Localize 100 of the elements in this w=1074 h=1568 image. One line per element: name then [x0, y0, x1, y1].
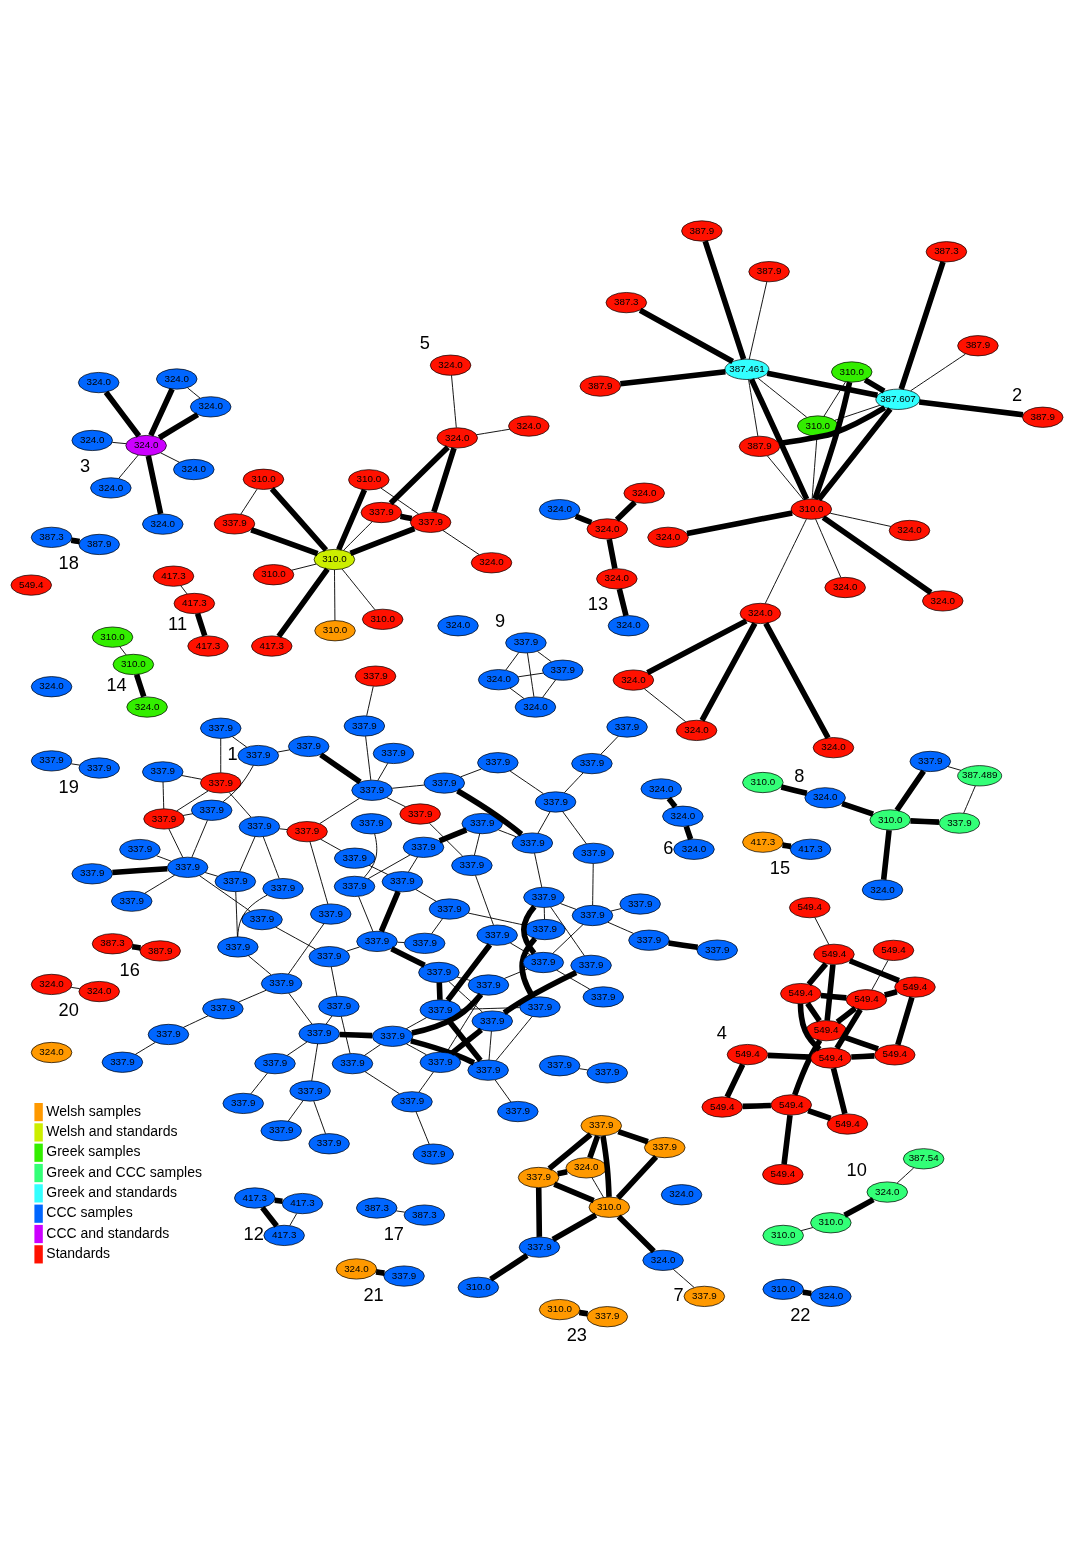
connector	[781, 1114, 793, 1165]
connector	[364, 1044, 382, 1056]
connector	[194, 612, 208, 637]
node-ellipse: 387.54	[903, 1148, 945, 1170]
connector	[614, 500, 637, 522]
connector	[415, 889, 437, 902]
connector	[133, 673, 147, 698]
connector	[552, 924, 584, 954]
connector	[70, 537, 81, 545]
node-ellipse: 387.9	[139, 940, 181, 962]
legend-label: Greek samples	[46, 1143, 141, 1160]
connector	[278, 828, 288, 831]
node-ellipse: 337.9	[78, 757, 120, 779]
connector	[260, 1205, 279, 1228]
connector	[319, 752, 362, 785]
connector	[638, 307, 735, 364]
node-ellipse: 549.4	[813, 943, 855, 965]
connector	[816, 407, 893, 502]
legend-label: CCC and standards	[46, 1224, 170, 1241]
connector	[411, 992, 484, 1036]
node-ellipse: 417.3	[187, 635, 229, 657]
node-label: 7	[673, 1284, 684, 1305]
connector	[288, 923, 325, 975]
node-ellipse: 549.4	[726, 1044, 769, 1066]
node-ellipse: 324.0	[125, 435, 167, 457]
connector	[180, 585, 188, 595]
connector	[617, 1128, 649, 1145]
connector	[388, 445, 450, 506]
connector	[336, 488, 368, 551]
connector	[313, 1100, 326, 1135]
connector	[222, 765, 254, 803]
connector	[269, 486, 329, 552]
connector	[460, 1007, 520, 1010]
node-ellipse: 310.0	[810, 1212, 852, 1234]
connector	[834, 404, 881, 421]
node-ellipse: 324.0	[612, 669, 655, 691]
node-ellipse: 387.9	[748, 261, 790, 283]
connector	[509, 942, 531, 956]
connector	[517, 672, 544, 678]
connector	[289, 1213, 298, 1226]
connector	[364, 1071, 400, 1095]
node-ellipse: 337.9	[200, 717, 242, 739]
node-label: 11	[168, 614, 188, 635]
connector	[119, 646, 127, 656]
node-ellipse: 324.0	[429, 354, 472, 376]
node-label: 15	[769, 858, 791, 879]
node-ellipse: 324.0	[335, 1258, 378, 1280]
connector	[843, 1197, 875, 1218]
node-ellipse: 310.0	[831, 361, 873, 383]
node-ellipse: 337.9	[471, 1010, 513, 1032]
node-ellipse: 324.0	[30, 676, 73, 698]
node-ellipse: 324.0	[190, 396, 232, 418]
connector	[802, 1289, 812, 1297]
legend-label: Welsh and standards	[46, 1122, 178, 1139]
node-label: 20	[58, 1000, 79, 1021]
node-ellipse: 337.9	[318, 995, 360, 1017]
connector	[237, 989, 267, 1003]
connector	[587, 1134, 601, 1159]
connector	[475, 875, 494, 926]
connector	[456, 976, 471, 981]
node-ellipse: 337.9	[534, 791, 577, 813]
connector	[330, 966, 338, 997]
connector	[291, 563, 317, 571]
node-ellipse: 337.9	[101, 1051, 144, 1073]
connector	[390, 946, 426, 968]
node-ellipse: 310.0	[762, 1224, 804, 1246]
node-ellipse: 549.4	[810, 1047, 852, 1069]
connector	[778, 405, 887, 447]
node-ellipse: 337.9	[202, 998, 244, 1020]
connector	[220, 738, 222, 774]
node-ellipse: 549.4	[826, 1113, 869, 1135]
connector	[527, 652, 535, 698]
node-ellipse: 387.3	[91, 933, 134, 955]
node-ellipse: 337.9	[467, 1059, 509, 1081]
node-ellipse: 337.9	[334, 847, 376, 869]
node-label: 19	[58, 776, 79, 797]
connector	[600, 735, 619, 755]
connector	[460, 768, 482, 778]
connector	[896, 1167, 915, 1184]
connector	[276, 567, 330, 639]
connector	[910, 818, 940, 825]
node-ellipse: 337.9	[238, 816, 281, 838]
connector	[910, 353, 966, 392]
node-ellipse: 324.0	[675, 719, 718, 741]
connector	[250, 527, 319, 557]
node-ellipse: 324.0	[810, 1285, 852, 1307]
node-ellipse: 337.9	[586, 1062, 628, 1084]
connector	[620, 369, 726, 387]
node-ellipse: 387.3	[356, 1197, 398, 1219]
connector	[405, 1043, 427, 1056]
connector	[537, 651, 552, 663]
connector	[699, 622, 758, 722]
node-ellipse: 324.0	[824, 577, 866, 599]
node-ellipse: 549.4	[894, 976, 936, 998]
node-ellipse: 337.9	[542, 659, 584, 681]
connector	[247, 955, 272, 976]
connector	[176, 790, 209, 812]
connector	[806, 962, 829, 986]
legend-label: Welsh samples	[46, 1102, 141, 1119]
connector	[489, 1253, 529, 1282]
